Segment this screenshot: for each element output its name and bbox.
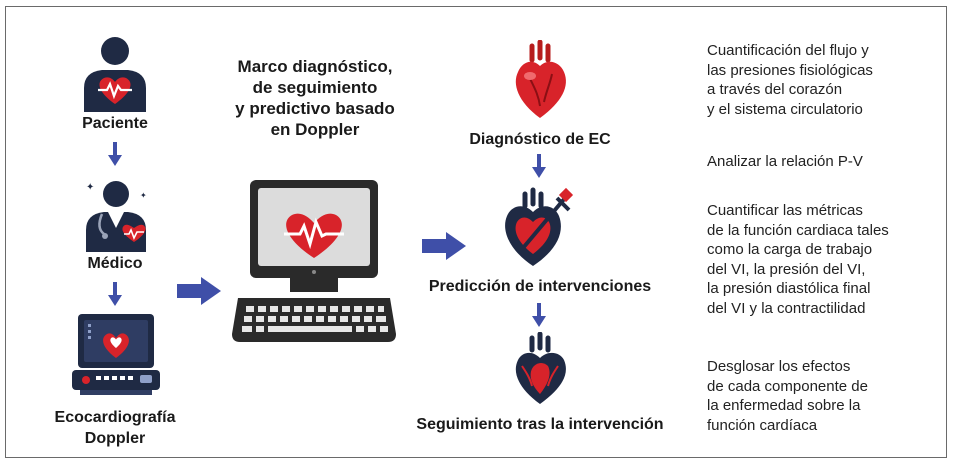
framework-title-line2: de seguimiento xyxy=(252,78,378,97)
doctor-label: Médico xyxy=(87,255,143,272)
echo-label-line1: Ecocardiografía xyxy=(54,409,176,426)
diagram-frame xyxy=(5,6,947,458)
description-line: de cada componente de xyxy=(707,377,868,395)
description-disease-components: Desglosar los efectos de cada componente… xyxy=(707,357,868,435)
diagnosis-label: Diagnóstico de EC xyxy=(469,131,611,148)
arrow-down-2 xyxy=(108,282,122,306)
description-line: la presión diastólica final xyxy=(707,280,871,297)
description-line: de la función cardiaca tales xyxy=(707,221,889,239)
description-line: Cuantificación del flujo y xyxy=(707,42,869,59)
anatomical-heart-icon-diagnosis xyxy=(510,40,570,120)
arrow-down-1 xyxy=(108,142,122,166)
description-line: como la carga de trabajo xyxy=(707,241,873,258)
framework-title-line3: y predictivo basado xyxy=(235,99,395,118)
echo-label-line2: Doppler xyxy=(84,430,146,447)
arrow-down-4 xyxy=(532,303,546,327)
svg-text:✦: ✦ xyxy=(86,182,94,193)
prediction-label: Predicción de intervenciones xyxy=(428,278,652,295)
framework-title-line4: en Doppler xyxy=(270,120,360,139)
description-line: las presiones fisiológicas xyxy=(707,61,873,79)
heart-intervention-icon xyxy=(495,182,577,268)
description-line: Cuantificar las métricas xyxy=(707,202,863,219)
heart-followup-icon xyxy=(508,332,572,406)
arrow-down-3 xyxy=(532,154,546,178)
framework-title-line1: Marco diagnóstico, xyxy=(237,57,393,76)
description-line: función cardíaca xyxy=(707,416,818,434)
patient-icon xyxy=(78,34,152,112)
svg-text:✦: ✦ xyxy=(140,191,147,200)
description-line: y el sistema circulatorio xyxy=(707,100,863,118)
description-line: la enfermedad sobre la xyxy=(707,397,861,414)
computer-monitor-icon xyxy=(232,178,396,346)
arrow-right-1 xyxy=(177,277,221,305)
description-line: del VI y la contractilidad xyxy=(707,299,866,317)
description-pv-relation: Analizar la relación P-V xyxy=(707,152,863,172)
echo-machine-icon xyxy=(72,312,160,396)
followup-label: Seguimiento tras la intervención xyxy=(416,416,664,433)
description-line: a través del corazón xyxy=(707,81,843,98)
description-line: Desglosar los efectos xyxy=(707,358,851,375)
description-line: Analizar la relación P-V xyxy=(707,153,863,170)
arrow-right-2 xyxy=(422,232,466,260)
description-flow-pressure: Cuantificación del flujo y las presiones… xyxy=(707,41,873,119)
description-line: del VI, la presión del VI, xyxy=(707,260,866,278)
doctor-icon: ✦ ✦ xyxy=(78,176,154,252)
description-cardiac-metrics: Cuantificar las métricas de la función c… xyxy=(707,201,889,318)
patient-label: Paciente xyxy=(82,115,148,132)
